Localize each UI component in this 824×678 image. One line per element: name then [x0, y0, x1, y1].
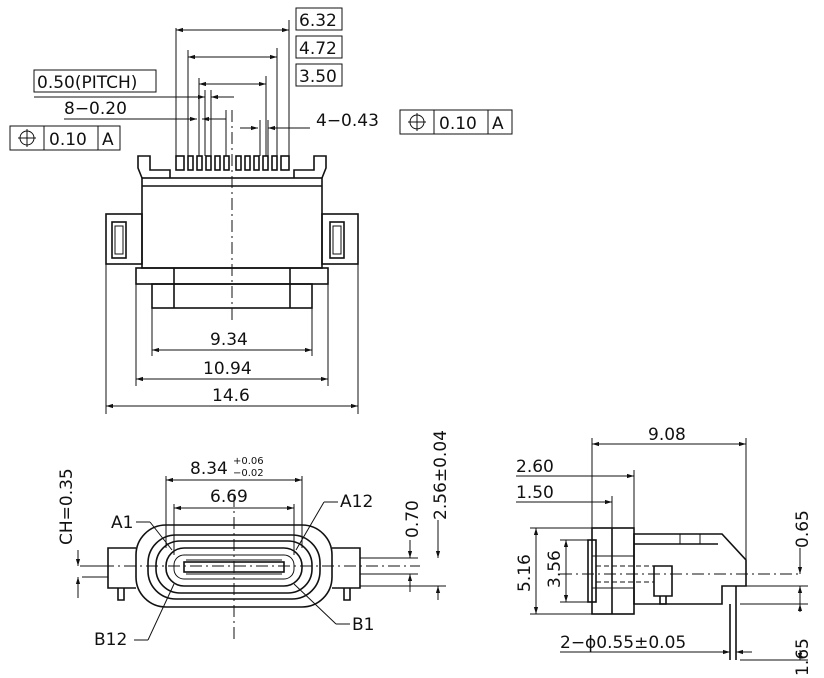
- top-pins: [175, 155, 290, 171]
- dim-0-70: 0.70: [403, 500, 423, 538]
- dim-1-65: 1.65: [793, 638, 813, 676]
- dim-3-50: 3.50: [299, 67, 337, 87]
- pitch-label: 0.50(PITCH): [37, 73, 137, 93]
- label-b12: B12: [94, 630, 127, 650]
- tol-right-datum: A: [492, 114, 504, 134]
- dim-5-16: 5.16: [515, 554, 535, 592]
- dim-8-34: 8.34: [190, 459, 228, 479]
- pins-8-label: 8−0.20: [64, 99, 127, 119]
- tolerance-frame-left: 0.10 A: [9, 125, 121, 151]
- side-view: 9.08 2.60 1.50 5.16 3.56 0.65 1.65 2−ϕ0.…: [515, 425, 813, 676]
- dim-2-56: 2.56±0.04: [431, 430, 451, 520]
- side-body: [633, 533, 747, 605]
- dim-6-69: 6.69: [210, 487, 248, 507]
- label-a1: A1: [111, 513, 133, 533]
- front-housing: [135, 524, 333, 608]
- dim-4-72: 4.72: [299, 39, 337, 59]
- chamfer-label: CH=0.35: [57, 468, 77, 545]
- dim-10-94: 10.94: [203, 359, 252, 379]
- holes-label: 2−ϕ0.55±0.05: [560, 633, 686, 653]
- front-view: 8.34 +0.06 −0.02 6.69 CH=0.35 0.70 2.56±…: [57, 430, 451, 650]
- pins-4-label: 4−0.43: [316, 111, 379, 131]
- dim-9-08: 9.08: [648, 425, 686, 445]
- dim-14-6: 14.6: [212, 386, 250, 406]
- dim-3-56: 3.56: [545, 550, 565, 588]
- dim-2-60: 2.60: [516, 457, 554, 477]
- tolerance-frame-right: 0.10 A: [399, 109, 513, 135]
- receptacle-opening: [165, 547, 303, 587]
- side-flange: [591, 527, 635, 615]
- tol-right-value: 0.10: [439, 114, 477, 134]
- dim-8-34-tol-plus: +0.06: [233, 456, 264, 467]
- dim-9-34: 9.34: [210, 330, 248, 350]
- dim-8-34-tol-minus: −0.02: [233, 468, 264, 479]
- top-right-tab: [321, 213, 359, 265]
- label-b1: B1: [352, 615, 374, 635]
- dim-6-32: 6.32: [299, 11, 337, 31]
- tol-left-value: 0.10: [49, 130, 87, 150]
- label-a12: A12: [340, 492, 373, 512]
- top-view: 6.32 4.72 3.50 0.50(PITCH) 8−0.20: [9, 7, 513, 414]
- tongue: [183, 561, 285, 573]
- dim-0-65: 0.65: [793, 510, 813, 548]
- top-left-tab: [105, 213, 143, 265]
- tol-left-datum: A: [102, 130, 114, 150]
- dim-1-50: 1.50: [516, 483, 554, 503]
